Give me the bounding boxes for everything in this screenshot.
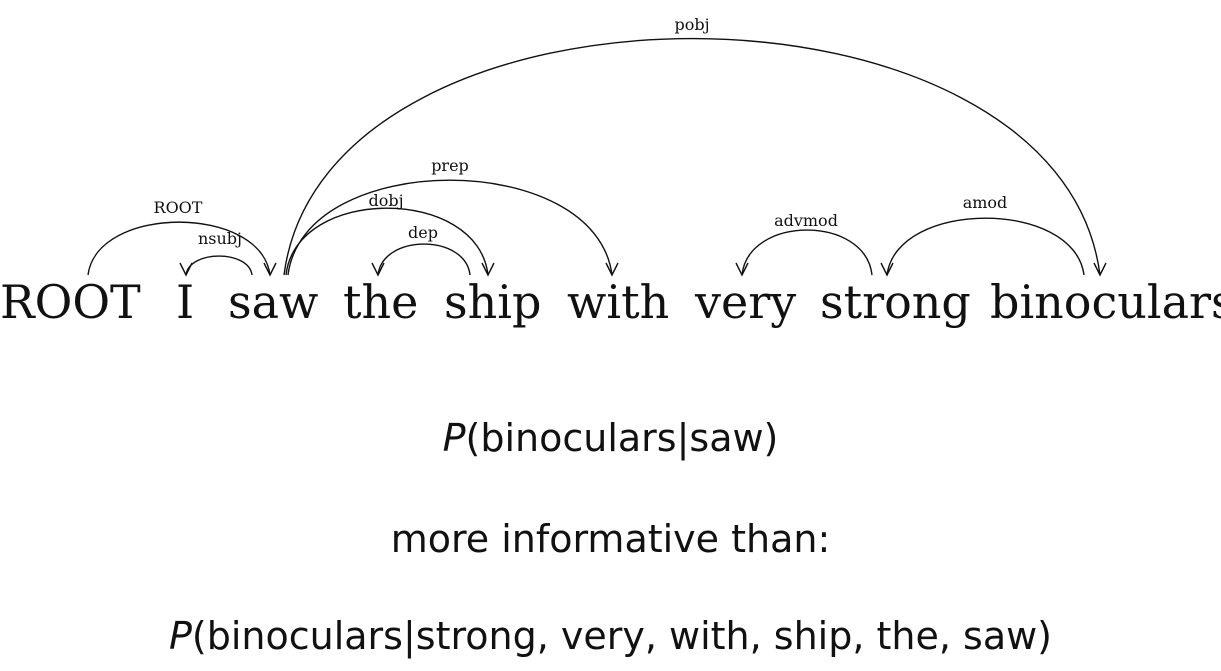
word-very: very: [694, 275, 796, 329]
formula-conditional-full: P(binoculars|strong, very, with, ship, t…: [0, 614, 1221, 658]
arc-prep: prep: [287, 156, 619, 277]
words-layer: ROOT I saw the ship with very strong bin…: [0, 275, 1221, 329]
arc-amod: amod: [880, 193, 1085, 277]
arc-curve: [87, 221, 271, 276]
arc-curve: [283, 37, 1101, 276]
arc-curve: [886, 217, 1085, 276]
comparison-text: more informative than:: [0, 517, 1221, 561]
formula-body: (binoculars|strong, very, with, ship, th…: [191, 614, 1053, 658]
arc-nsubj: nsubj: [179, 229, 253, 277]
word-root: ROOT: [0, 275, 141, 329]
formula-p-symbol: P: [168, 614, 192, 658]
formula-p-symbol: P: [442, 416, 466, 460]
arc-label: ROOT: [154, 198, 203, 217]
word-saw: saw: [228, 275, 318, 329]
arrowhead-icon: [481, 262, 495, 277]
arc-curve: [741, 229, 873, 276]
word-strong: strong: [820, 275, 971, 329]
arc-label: amod: [963, 193, 1008, 212]
word-ship: ship: [444, 275, 541, 329]
arc-label: prep: [431, 156, 469, 175]
arrowhead-icon: [605, 262, 619, 277]
arc-advmod: advmod: [735, 211, 873, 277]
arc-label: advmod: [774, 211, 838, 230]
arc-label: dep: [408, 223, 438, 242]
arrowhead-icon: [735, 262, 749, 277]
word-with: with: [567, 275, 669, 329]
formula-conditional-saw: P(binoculars|saw): [0, 416, 1221, 460]
arc-dep: dep: [371, 223, 471, 277]
arc-curve: [185, 255, 253, 276]
arrowhead-icon: [880, 262, 894, 277]
arrowhead-icon: [371, 262, 385, 277]
arrowhead-icon: [179, 262, 193, 277]
arc-curve: [285, 207, 489, 276]
comparison-label: more informative than:: [390, 517, 831, 561]
arc-label: nsubj: [198, 229, 242, 248]
arrowhead-icon: [263, 262, 277, 277]
arc-dobj: dobj: [285, 191, 495, 277]
arc-curve: [377, 243, 471, 276]
arc-pobj: pobj: [283, 15, 1107, 277]
arrowhead-icon: [1093, 262, 1107, 277]
formula-body: (binoculars|saw): [465, 416, 779, 460]
word-the: the: [343, 275, 418, 329]
arc-label: pobj: [674, 15, 709, 34]
word-binoculars: binoculars: [990, 275, 1221, 329]
arc-curve: [287, 179, 613, 276]
arc-root: ROOT: [87, 198, 277, 277]
word-i: I: [176, 275, 194, 329]
arc-label: dobj: [368, 191, 403, 210]
